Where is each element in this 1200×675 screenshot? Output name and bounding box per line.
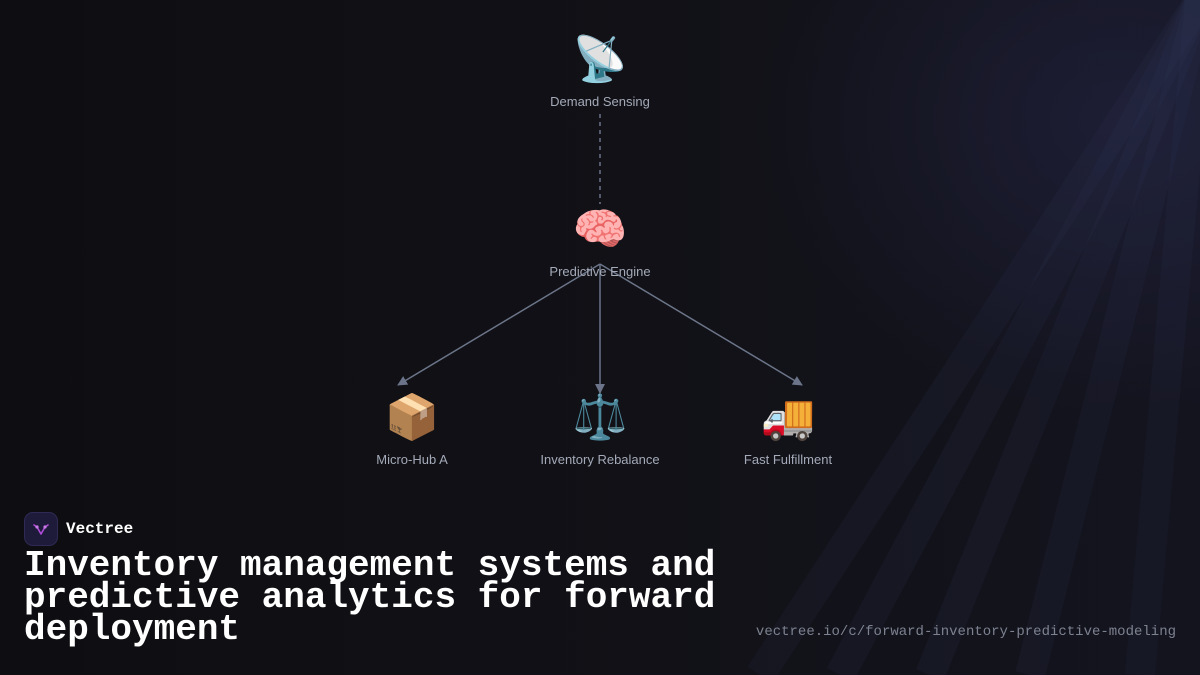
node-micro-hub-a: 📦 Micro-Hub A	[332, 392, 492, 467]
node-predictive-engine: 🧠 Predictive Engine	[520, 204, 680, 279]
node-label: Fast Fulfillment	[743, 452, 833, 467]
page-title: Inventory management systems and predict…	[24, 545, 716, 650]
satellite-antenna-icon: 📡	[572, 34, 628, 85]
balance-scale-icon: ⚖️	[572, 392, 628, 443]
node-inventory-rebalance: ⚖️ Inventory Rebalance	[520, 392, 680, 467]
vectree-logo-icon	[24, 512, 58, 546]
node-label: Micro-Hub A	[376, 452, 448, 467]
node-label: Predictive Engine	[549, 264, 651, 279]
brain-icon: 🧠	[572, 204, 628, 255]
edge-engine-to-fulfillment	[599, 263, 803, 386]
brand-name: Vectree	[66, 520, 134, 538]
node-demand-sensing: 📡 Demand Sensing	[520, 34, 680, 109]
node-label: Demand Sensing	[550, 94, 650, 109]
delivery-truck-icon: 🚚	[760, 392, 816, 443]
node-fast-fulfillment: 🚚 Fast Fulfillment	[708, 392, 868, 467]
node-label: Inventory Rebalance	[540, 452, 660, 467]
page-url: vectree.io/c/forward-inventory-predictiv…	[755, 624, 1176, 640]
brand: Vectree	[24, 512, 133, 546]
package-icon: 📦	[384, 392, 440, 443]
edge-engine-to-micro-hub	[397, 263, 601, 386]
